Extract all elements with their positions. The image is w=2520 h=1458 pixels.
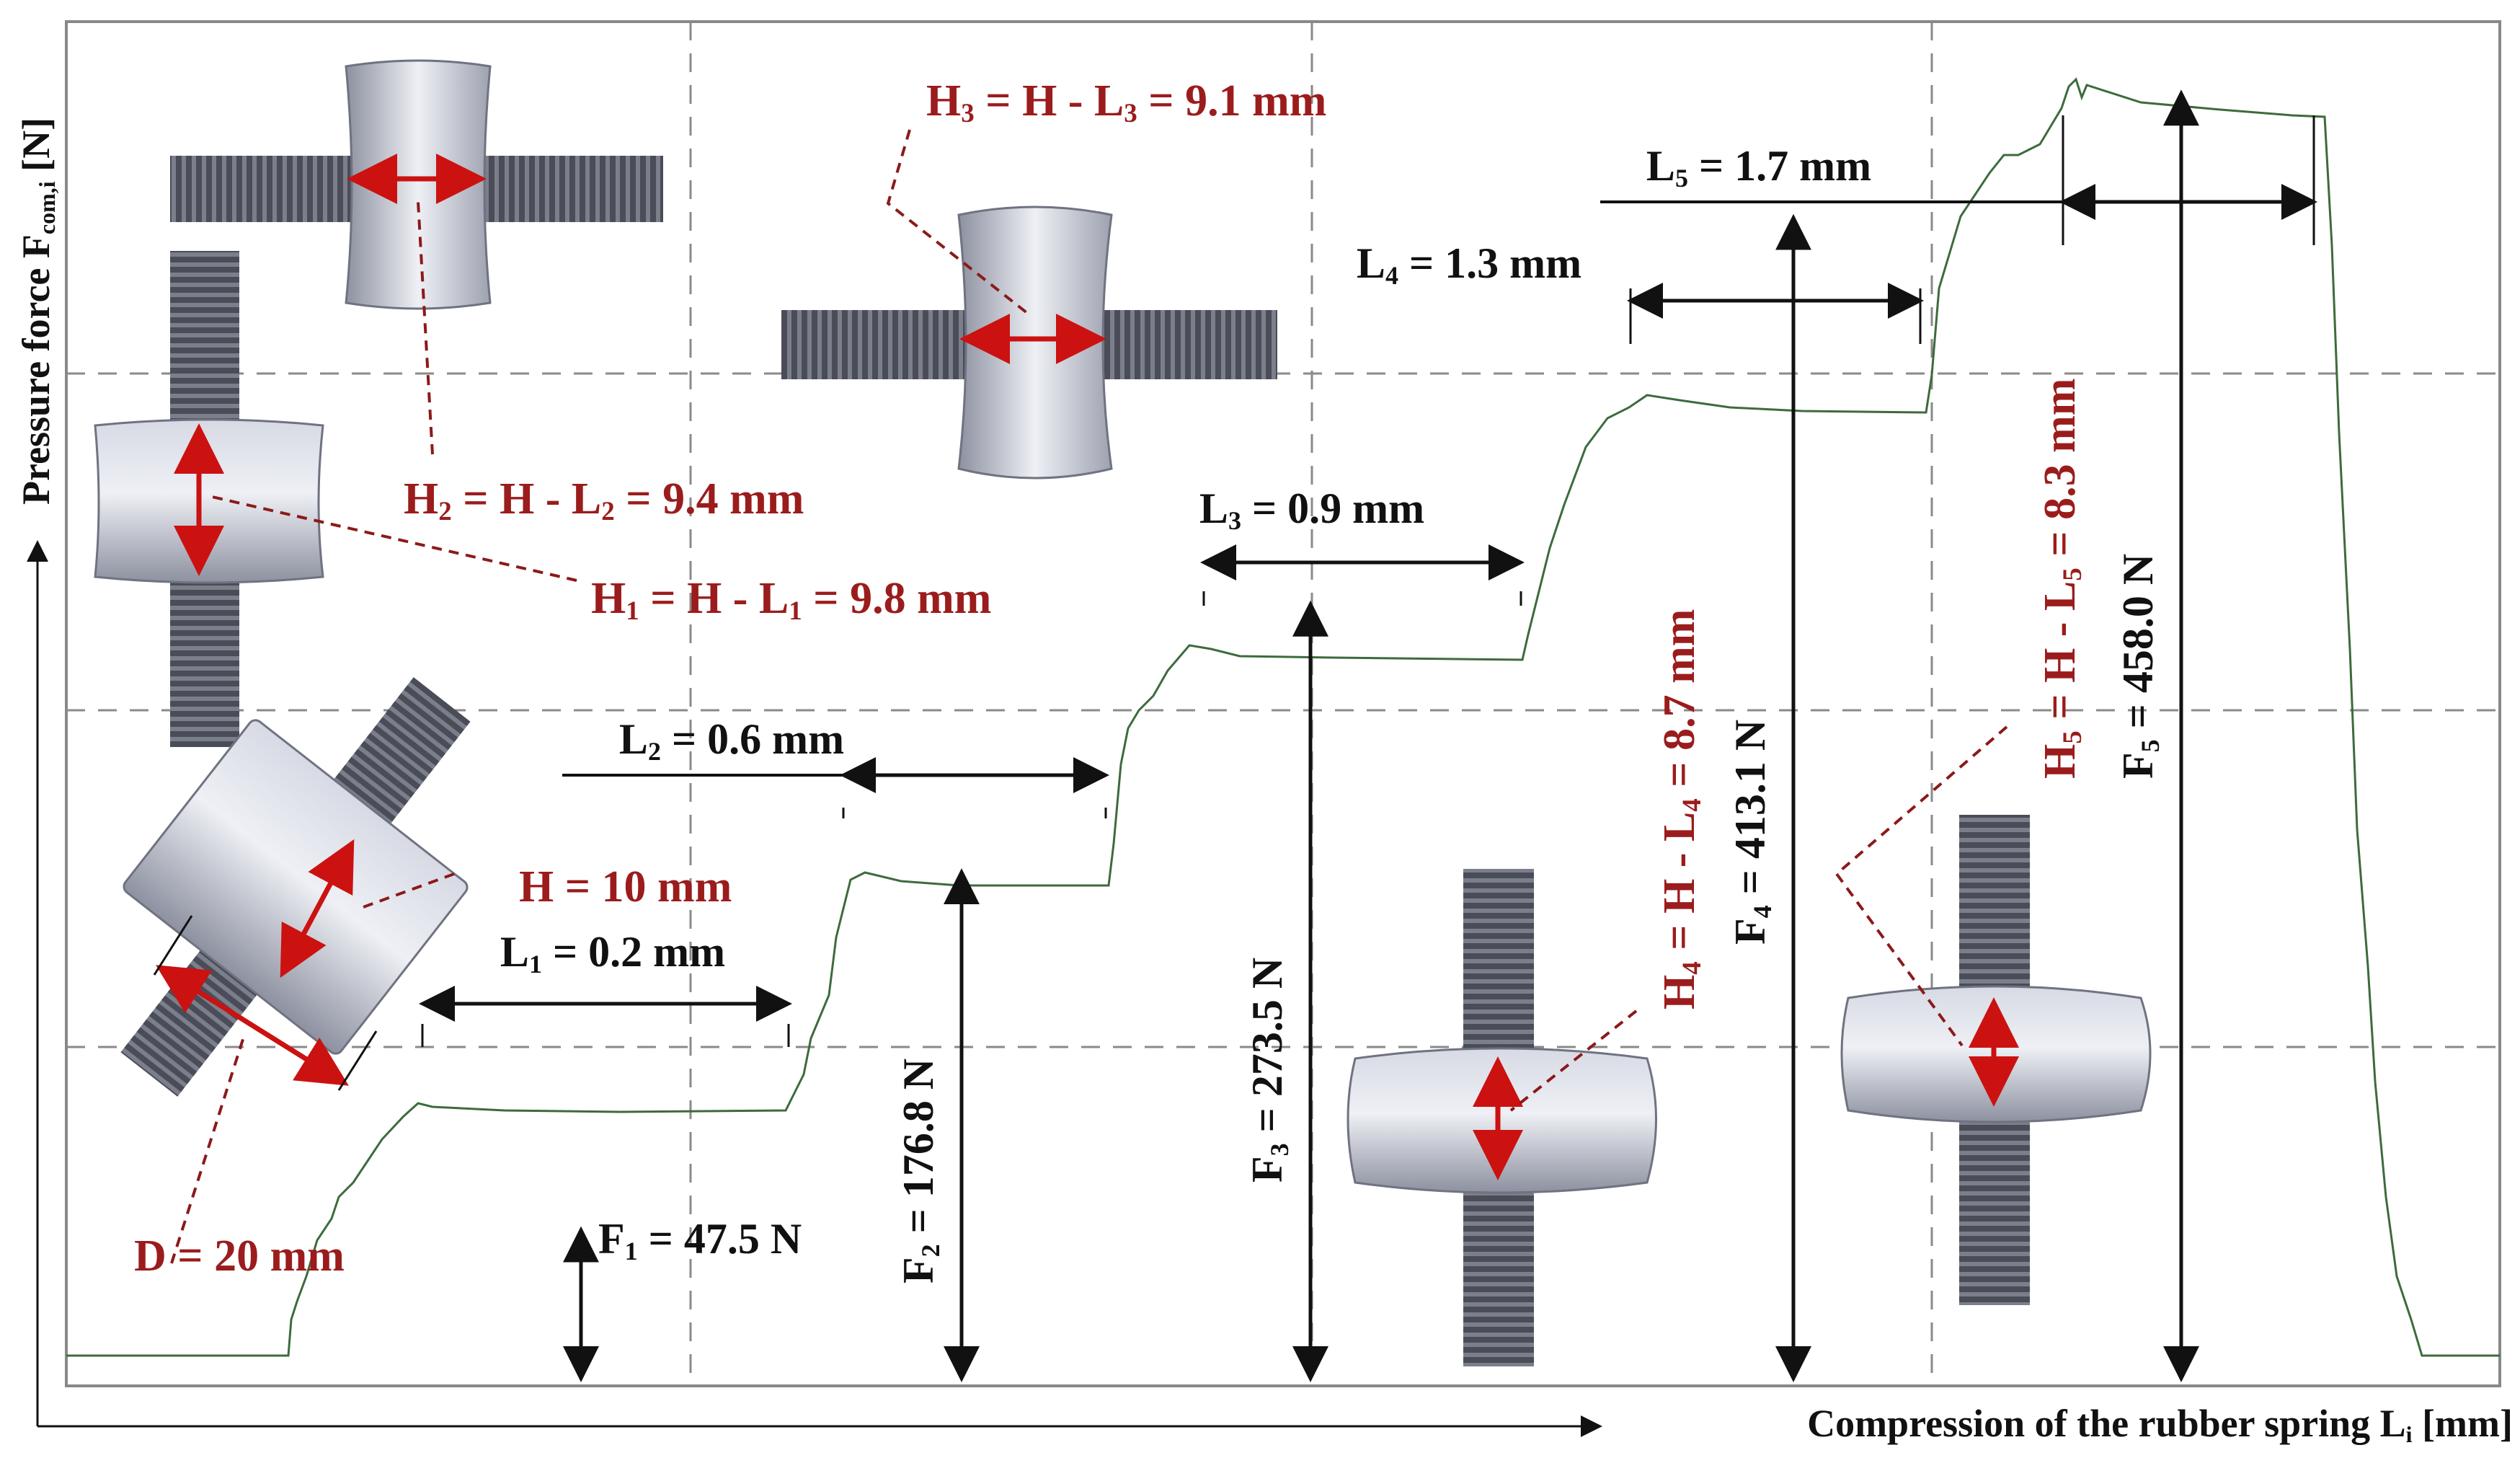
x-axis-title: Compression of the rubber spring Li [mm] xyxy=(1807,1402,2513,1447)
diameter-tick xyxy=(337,1030,378,1091)
plot-frame xyxy=(65,20,2501,1387)
compression-label-3: L3 = 0.9 mm xyxy=(1199,485,1424,535)
chart-marks: F1 = 47.5 N F2 = 176.8 N F3 = 273.5 N F4 = … xyxy=(419,89,2317,1382)
force-label-2: F2 = 176.8 N xyxy=(895,1059,945,1284)
y-axis-title: Pressure force Fcom,i [N] xyxy=(14,118,60,505)
diameter-arrow-d xyxy=(156,965,349,1086)
spring-illustration-h3 xyxy=(781,206,1277,480)
spring-height-label: H = 10 mm xyxy=(519,862,732,911)
leader-lines xyxy=(170,129,2008,1264)
compression-label-4: L4 = 1.3 mm xyxy=(1357,239,1581,290)
height-arrow-h xyxy=(280,839,355,978)
spring-illustration-h2 xyxy=(170,59,663,310)
diameter-tick xyxy=(153,915,193,976)
spring-illustration-h1 xyxy=(94,251,324,747)
compression-label-2: L2 = 0.6 mm xyxy=(619,715,844,766)
compression-label-1: L1 = 0.2 mm xyxy=(500,928,725,978)
spring-illustration-tilted xyxy=(120,677,471,1097)
height-label-1: H1 = H - L1 = 9.8 mm xyxy=(591,574,991,626)
height-label-2: H2 = H - L2 = 9.4 mm xyxy=(404,474,804,526)
compression-label-5: L5 = 1.7 mm xyxy=(1646,142,1871,193)
force-label-5: F5 = 458.0 N xyxy=(2114,554,2165,779)
height-label-4: H4 = H - L4 = 8.7 mm xyxy=(1655,609,1707,1009)
height-label-5: H5 = H - L5 = 8.3 mm xyxy=(2036,379,2088,779)
height-label-3: H3 = H - L3 = 9.1 mm xyxy=(926,76,1326,128)
spring-illustration-h4 xyxy=(1346,869,1657,1366)
force-label-1: F1 = 47.5 N xyxy=(598,1215,802,1265)
spring-illustration-h5 xyxy=(1840,815,2152,1305)
force-curve xyxy=(66,77,2500,1357)
force-label-4: F4 = 413.1 N xyxy=(1726,720,1777,945)
spring-diameter-label: D = 20 mm xyxy=(134,1232,345,1281)
force-label-3: F3 = 273.5 N xyxy=(1243,958,1294,1183)
